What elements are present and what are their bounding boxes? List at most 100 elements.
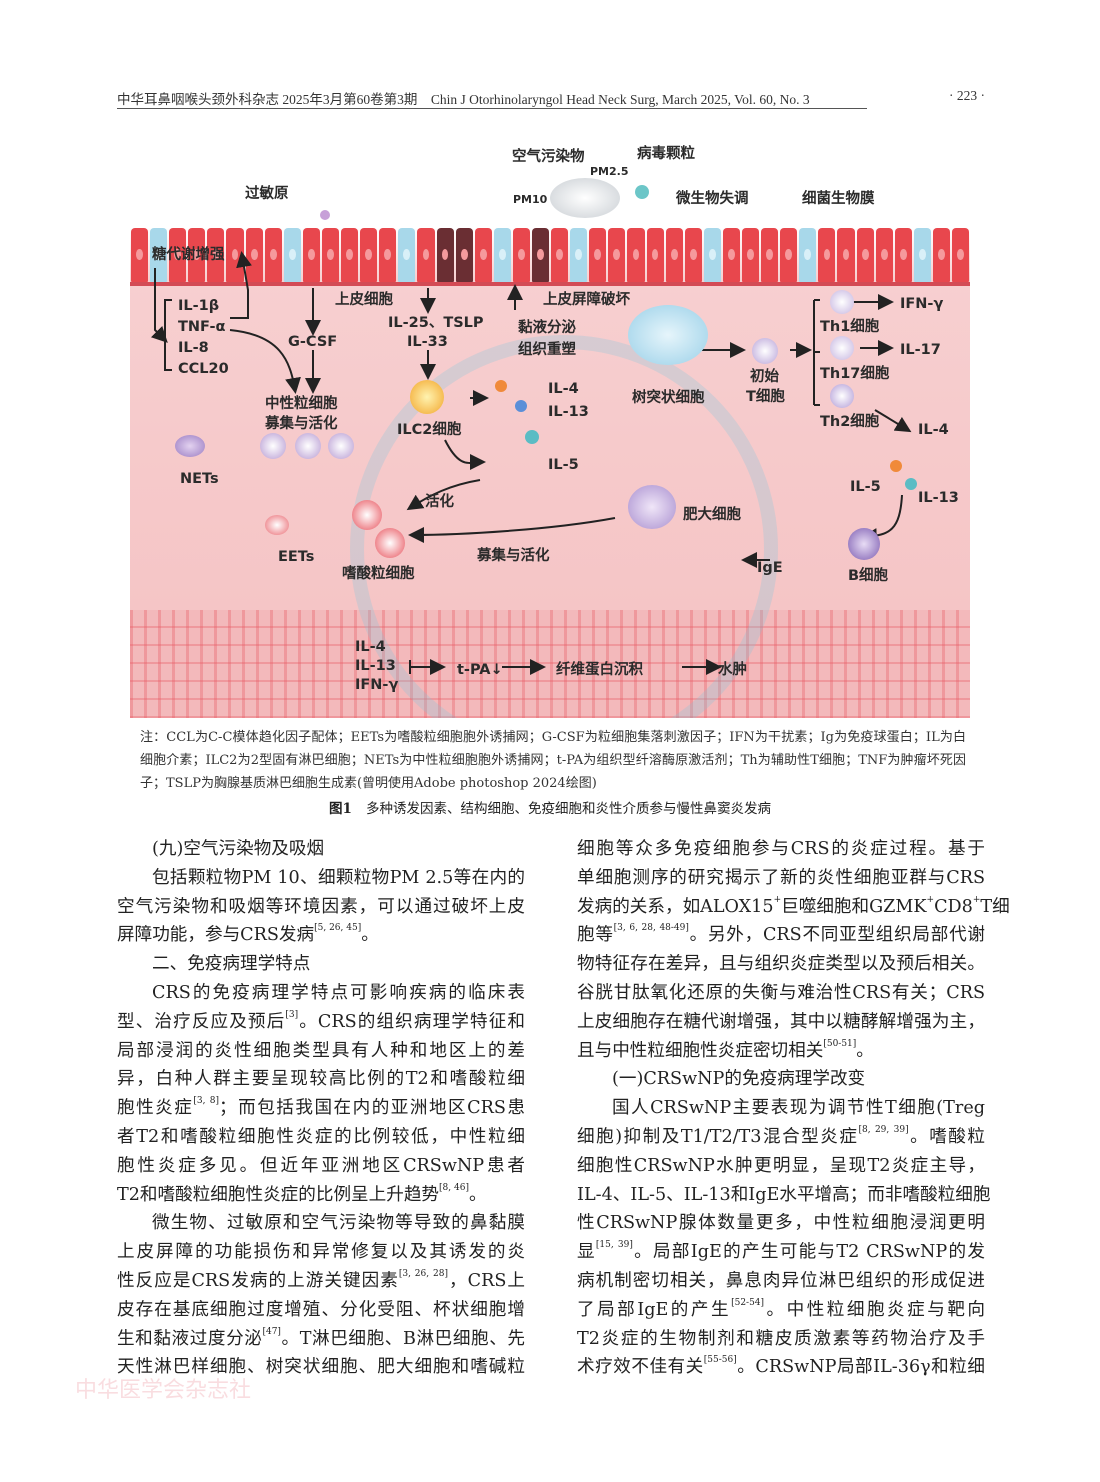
paragraph-line: 性反应是CRS发病的上游关键因素[3, 26, 28]，CRS上 (117, 1267, 525, 1296)
text-run: 上皮屏障的功能损伤和异常修复以及其诱发的炎 (117, 1242, 525, 1263)
text-run: ，CRS上 (447, 1270, 526, 1291)
epithelial-cell (360, 228, 378, 282)
text-run: 空气污染物和吸烟等环境因素，可以通过破坏上皮 (117, 896, 525, 917)
citation-superscript: [50-51] (823, 1038, 857, 1049)
section-heading: 二、免疫病理学特点 (117, 950, 525, 979)
text-run: 性反应是CRS发病的上游关键因素 (117, 1270, 399, 1291)
paragraph-line: CRS的免疫病理学特点可影响疾病的临床表 (117, 979, 525, 1008)
text-run: 局部浸润的炎性细胞类型具有人种和地区上的差 (117, 1040, 525, 1061)
eosinophil-cell (375, 528, 405, 558)
citation-superscript: [52-54] (731, 1297, 765, 1308)
figure-number: 图1 (329, 801, 352, 817)
epithelial-cell (512, 228, 530, 282)
text-run: 型、治疗反应及预后 (117, 1011, 286, 1032)
paragraph-line: 生和黏液过度分泌[47]。T淋巴细胞、B淋巴细胞、先 (117, 1325, 525, 1354)
figure-label-pm10: PM10 (513, 193, 548, 206)
text-run: 病机制密切相关，鼻息肉异位淋巴组织的形成促进 (577, 1270, 985, 1291)
figure-label-neutro2: 募集与活化 (265, 416, 338, 432)
paragraph-line: 皮存在基底细胞过度增殖、分化受阻、杯状细胞增 (117, 1296, 525, 1325)
epithelial-cell (341, 228, 359, 282)
figure-label-biofilm: 细菌生物膜 (802, 191, 875, 207)
paragraph-line: 者T2和嗜酸粒细胞性炎症的比例较低，中性粒细 (117, 1123, 525, 1152)
th17-cell (830, 336, 854, 360)
citation-superscript: [8, 29, 39] (858, 1124, 909, 1135)
text-run: 巨噬细胞和GZMK (781, 896, 927, 917)
figure-label-il13b: IL-13 (918, 490, 959, 506)
epithelial-cell (608, 228, 626, 282)
figure-label-ccl20: CCL20 (178, 361, 229, 377)
epithelial-cell (169, 228, 187, 282)
epithelial-cell (761, 228, 779, 282)
epithelial-cell (952, 228, 970, 282)
cytokine-dots (890, 460, 902, 472)
figure-title: 多种诱发因素、结构细胞、免疫细胞和炎性介质参与慢性鼻窦炎发病 (365, 801, 771, 817)
figure-label-mast: 肥大细胞 (683, 507, 741, 523)
goblet-cell (398, 228, 416, 282)
goblet-cell (703, 228, 721, 282)
th1-cell (830, 290, 854, 314)
epithelium-layer (130, 228, 970, 282)
figure-label-mucus: 黏液分泌 (518, 320, 576, 336)
journal-citation: 中华耳鼻咽喉头颈外科杂志 2025年3月第60卷第3期 Chin J Otorh… (117, 92, 810, 107)
paragraph-line: 上皮细胞存在糖代谢增强，其中以糖酵解增强为主， (577, 1008, 985, 1037)
figure-label-remodel: 组织重塑 (518, 342, 576, 358)
figure-label-gcsf: G-CSF (288, 334, 338, 350)
figure-label-il1b: IL-1β (178, 298, 220, 314)
epithelial-cell (875, 228, 893, 282)
citation-superscript: [3, 26, 28] (398, 1268, 448, 1279)
figure-label-neutro1: 中性粒细胞 (265, 396, 338, 412)
basement-membrane (130, 282, 970, 286)
citation-superscript: [8, 46] (439, 1182, 469, 1193)
epithelial-cell (627, 228, 645, 282)
text-run: 。局部IgE的产生可能与T2 CRSwNP的发 (632, 1242, 985, 1263)
citation-superscript: + (773, 894, 782, 905)
epithelial-cell (837, 228, 855, 282)
text-run: 细胞)抑制及T1/T2/T3混合型炎症 (577, 1126, 859, 1147)
epithelial-cell (131, 228, 149, 282)
text-run: 。CRS的组织病理学特征和 (298, 1011, 525, 1032)
text-run: 性CRSwNP腺体数量更多，中性粒细胞浸润更明 (577, 1213, 985, 1234)
text-run: 包括颗粒物PM 10、细颗粒物PM 2.5等在内的 (152, 867, 525, 888)
citation-superscript: [3, 8] (193, 1096, 220, 1107)
paragraph-line: 包括颗粒物PM 10、细颗粒物PM 2.5等在内的 (117, 864, 525, 893)
text-run: 。嗜酸粒 (908, 1126, 985, 1147)
goblet-cell (283, 228, 301, 282)
text-run: 者T2和嗜酸粒细胞性炎症的比例较低，中性粒细 (117, 1126, 525, 1147)
epithelial-cell (646, 228, 664, 282)
nets-structure (175, 435, 205, 457)
text-run: 。 (856, 1040, 874, 1061)
text-run: 屏障功能，参与CRS发病 (117, 925, 315, 946)
text-run: 胞性炎症多见。但近年亚洲地区CRSwNP患者 (117, 1155, 525, 1176)
text-run: 物特征存在差异，且与组织炎症类型以及预后相关。 (577, 954, 985, 975)
publisher-watermark: 中华医学会杂志社 (75, 1378, 252, 1403)
body-column-left: (九)空气污染物及吸烟包括颗粒物PM 10、细颗粒物PM 2.5等在内的空气污染… (117, 835, 525, 1382)
text-run: T2炎症的生物制剂和糖皮质激素等药物治疗及手 (577, 1328, 985, 1349)
text-run: 天性淋巴样细胞、树突状细胞、肥大细胞和嗜碱粒 (117, 1357, 525, 1378)
text-run: CD8 (934, 896, 973, 917)
text-run: 。中性粒细胞炎症与靶向 (764, 1299, 985, 1320)
cytokine-dots (525, 430, 539, 444)
figure-label-il8: IL-8 (178, 340, 209, 356)
figure-note: 注：CCL为C-C模体趋化因子配体；EETs为嗜酸粒细胞胞外诱捕网；G-CSF为… (140, 730, 966, 791)
text-run: 术疗效不佳有关 (577, 1357, 704, 1378)
paragraph-line: 性CRSwNP腺体数量更多，中性粒细胞浸润更明 (577, 1209, 985, 1238)
paragraph-line: 天性淋巴样细胞、树突状细胞、肥大细胞和嗜碱粒 (117, 1353, 525, 1382)
text-run: 细胞性CRSwNP水肿更明显，呈现T2炎症主导， (577, 1155, 985, 1176)
figure-label-ifng: IFN-γ (900, 296, 944, 312)
header-rule (117, 108, 867, 109)
text-run: IL-4、IL-5、IL-13和IgE水平增高；而非嗜酸粒细胞 (577, 1184, 991, 1205)
epithelial-cell (379, 228, 397, 282)
epithelial-cell (188, 228, 206, 282)
epithelial-cell (245, 228, 263, 282)
goblet-cell (493, 228, 511, 282)
figure-label-tpa: t-PA↓ (457, 662, 503, 678)
epithelial-cell (684, 228, 702, 282)
ilc2-cell (410, 380, 444, 414)
neutrophil-cell (328, 433, 354, 459)
figure-label-il25: IL-25、TSLP (388, 315, 484, 331)
paragraph-line: 术疗效不佳有关[55-56]。CRSwNP局部IL-36γ和粒细 (577, 1353, 985, 1382)
figure-label-recruit: 募集与活化 (477, 548, 550, 564)
paragraph-line: 细胞性CRSwNP水肿更明显，呈现T2炎症主导， (577, 1152, 985, 1181)
body-column-right: 细胞等众多免疫细胞参与CRS的炎症过程。基于单细胞测序的研究揭示了新的炎性细胞亚… (577, 835, 1010, 1382)
figure-label-air-pollutants: 空气污染物 (512, 149, 585, 165)
